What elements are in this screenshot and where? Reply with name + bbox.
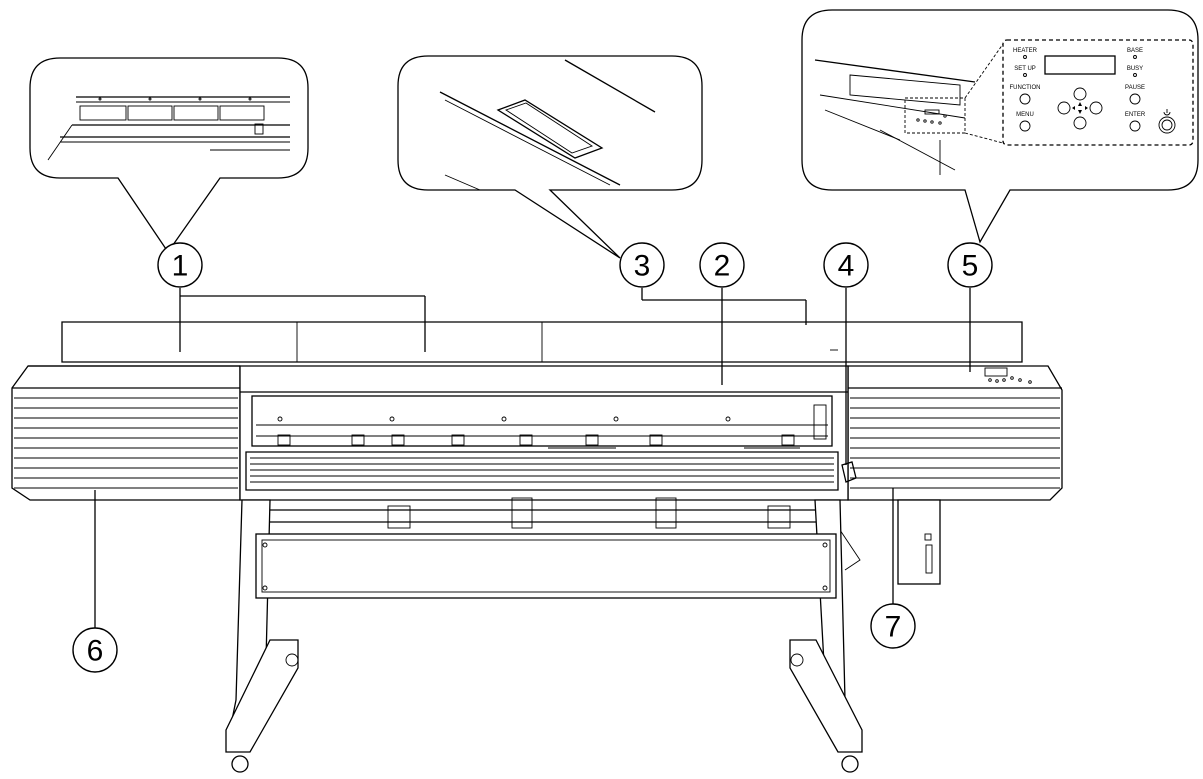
heater-label: HEATER	[1013, 48, 1038, 54]
callout-4-label: 4	[838, 250, 855, 283]
arrow-left-button[interactable]	[1057, 101, 1071, 115]
inset-1-zoom	[29, 57, 309, 254]
menu-button[interactable]	[1019, 120, 1031, 132]
inset-3-zoom	[397, 55, 703, 259]
arrow-right-button[interactable]	[1089, 101, 1103, 115]
base-label: BASE	[1127, 48, 1143, 54]
callout-2-label: 2	[714, 250, 731, 283]
leader-lines	[94, 288, 971, 628]
printer-stand	[225, 499, 863, 773]
operation-panel	[984, 367, 1032, 384]
callout-7-label: 7	[885, 611, 902, 644]
callout-3: 3	[619, 242, 665, 288]
callout-3-label: 3	[634, 250, 651, 283]
function-label: FUNCTION	[1010, 85, 1041, 91]
pause-button[interactable]	[1129, 93, 1141, 105]
pause-label: PAUSE	[1125, 85, 1145, 91]
arrow-down-button[interactable]	[1073, 116, 1087, 130]
callout-7: 7	[870, 603, 916, 649]
busy-led	[1133, 73, 1137, 77]
base-led	[1133, 55, 1137, 59]
arrow-up-button[interactable]	[1073, 87, 1087, 101]
callout-4: 4	[823, 242, 869, 288]
loading-lever[interactable]	[841, 461, 857, 483]
enter-button[interactable]	[1129, 120, 1141, 132]
callout-5: 5	[947, 242, 993, 288]
callout-5-label: 5	[962, 250, 979, 283]
callout-1: 1	[157, 242, 203, 288]
setup-label: SET UP	[1014, 66, 1036, 72]
power-icon[interactable]	[1158, 109, 1176, 134]
callout-6-label: 6	[87, 635, 104, 668]
callout-6: 6	[72, 627, 118, 673]
setup-led	[1023, 73, 1027, 77]
enter-label: ENTER	[1125, 112, 1146, 118]
callout-1-label: 1	[172, 250, 189, 283]
callout-2: 2	[699, 242, 745, 288]
heater-led	[1023, 55, 1027, 59]
busy-label: BUSY	[1127, 66, 1143, 72]
inset-5-zoom: HEATER SET UP FUNCTION MENU BASE BUSY PA…	[801, 9, 1199, 244]
printer-body	[11, 321, 1063, 585]
lcd-display	[1044, 55, 1116, 75]
function-button[interactable]	[1019, 93, 1031, 105]
menu-label: MENU	[1016, 112, 1034, 118]
